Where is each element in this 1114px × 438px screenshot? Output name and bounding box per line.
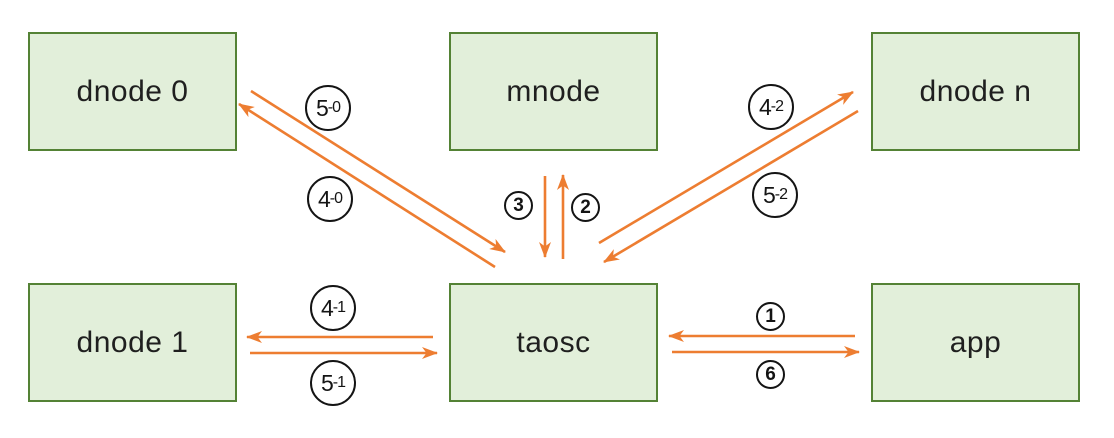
node-dnode-n: dnode n	[871, 32, 1080, 151]
edge-label-5-0-sub: -0	[327, 99, 341, 116]
edge-label-4-0-sub: -0	[329, 190, 343, 207]
edge-label-5-1: 5-1	[310, 360, 356, 406]
edge-label-3-main: 3	[513, 195, 524, 216]
edge-label-5-2-sub: -2	[774, 186, 788, 203]
node-app-label: app	[949, 325, 1002, 359]
edge-label-4-0: 4-0	[307, 176, 353, 222]
node-dnode-0: dnode 0	[28, 32, 237, 151]
edge-label-1: 1	[756, 302, 785, 331]
edge-label-6-main: 6	[765, 364, 776, 385]
node-taosc: taosc	[449, 283, 658, 402]
edge-label-2: 2	[571, 193, 600, 222]
edge-label-5-1-main: 5	[320, 369, 334, 396]
edge-label-4-2: 4-2	[748, 84, 794, 130]
edge-label-5-0: 5-0	[305, 85, 351, 131]
node-mnode-label: mnode	[506, 74, 601, 108]
node-dnode-1-label: dnode 1	[76, 325, 189, 359]
node-app: app	[871, 283, 1080, 402]
edge-label-5-2: 5-2	[752, 172, 798, 218]
edge-label-4-0-main: 4	[317, 185, 331, 212]
edge-label-4-1-main: 4	[320, 294, 334, 321]
edge-label-3: 3	[504, 191, 533, 220]
edge-label-5-1-sub: -1	[332, 374, 346, 391]
edge-label-5-0-main: 5	[315, 94, 329, 121]
edge-label-4-2-sub: -2	[770, 98, 784, 115]
edge-label-4-1-sub: -1	[332, 299, 346, 316]
edge-label-1-main: 1	[765, 306, 776, 327]
edge-label-4-1: 4-1	[310, 285, 356, 331]
edge-label-4-2-main: 4	[758, 93, 772, 120]
node-dnode-n-label: dnode n	[919, 74, 1032, 108]
node-dnode-0-label: dnode 0	[76, 74, 189, 108]
node-dnode-1: dnode 1	[28, 283, 237, 402]
node-mnode: mnode	[449, 32, 658, 151]
edge-label-5-2-main: 5	[762, 181, 776, 208]
node-taosc-label: taosc	[516, 325, 591, 359]
edge-label-6: 6	[756, 360, 785, 389]
edge-label-2-main: 2	[580, 197, 591, 218]
